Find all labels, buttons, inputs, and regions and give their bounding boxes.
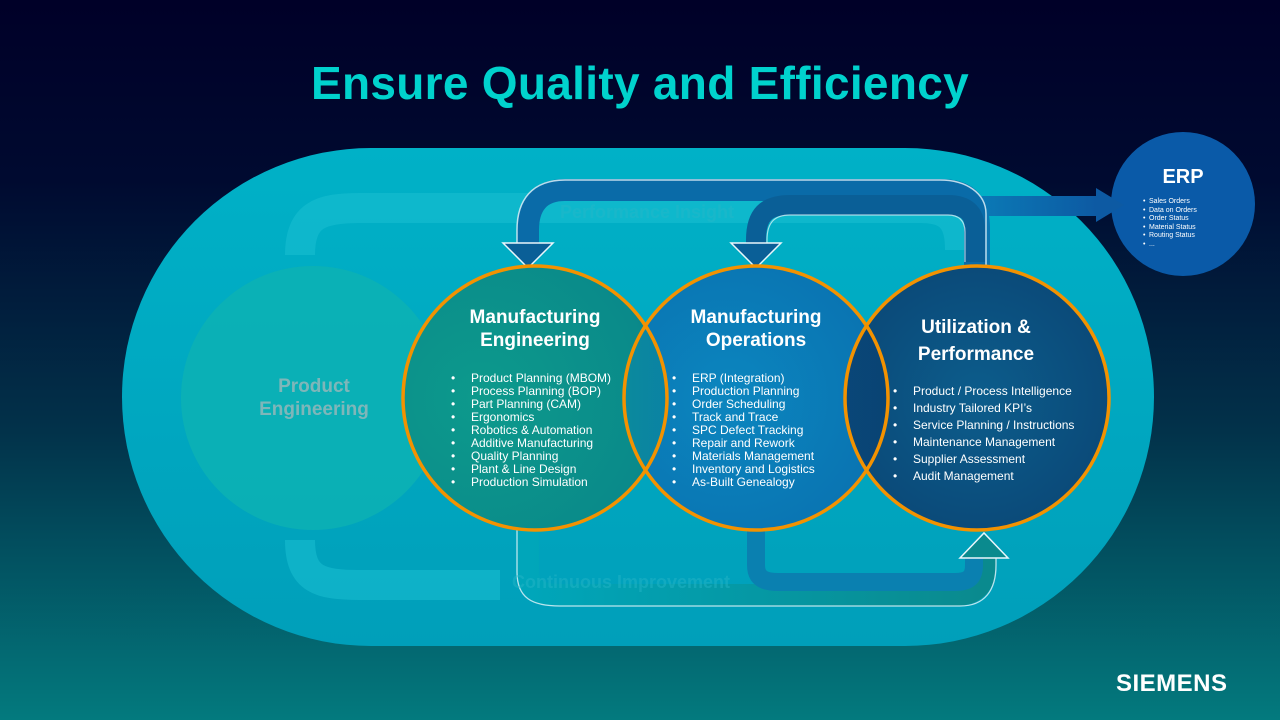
list-item: Materials Management <box>672 450 815 464</box>
up-title-line1: Utilization & <box>921 317 1031 338</box>
up-title-line2: Performance <box>917 344 1035 365</box>
erp-item-list: Sales Orders Data on Orders Order Status… <box>1143 198 1197 250</box>
list-item: Service Planning / Instructions <box>893 417 1074 434</box>
mo-title: Manufacturing Operations <box>666 306 846 352</box>
up-item-list: Product / Process Intelligence Industry … <box>893 383 1074 485</box>
slide-title: Ensure Quality and Efficiency <box>310 57 969 109</box>
me-title-line2: Engineering <box>480 330 590 351</box>
list-item: Track and Trace <box>672 411 815 425</box>
list-item: Product / Process Intelligence <box>893 383 1074 400</box>
list-item: Production Simulation <box>451 476 611 490</box>
list-item: Audit Management <box>893 468 1074 485</box>
list-item: Part Planning (CAM) <box>451 398 611 412</box>
list-item: Order Scheduling <box>672 398 815 412</box>
feedback-arrow-mo <box>746 195 985 262</box>
improvement-arrow-head <box>958 531 1010 559</box>
list-item: Repair and Rework <box>672 437 815 451</box>
pe-title-line2: Engineering <box>259 399 369 420</box>
faded-loop <box>285 193 975 600</box>
improvement-arrow <box>517 525 996 606</box>
up-title: Utilization & Performance <box>886 314 1066 368</box>
siemens-logo: SIEMENS <box>1116 670 1228 697</box>
me-item-list: Product Planning (MBOM) Process Planning… <box>451 372 611 490</box>
product-engineering-circle <box>181 266 445 530</box>
performance-insight-label: Performance Insight <box>560 202 735 222</box>
list-item: Routing Status <box>1143 232 1197 241</box>
list-item: Process Planning (BOP) <box>451 385 611 399</box>
list-item: Data on Orders <box>1143 207 1197 216</box>
list-item: ERP (Integration) <box>672 372 815 386</box>
pe-title-line1: Product <box>278 376 350 397</box>
list-item: As-Built Genealogy <box>672 476 815 490</box>
erp-arrow-head <box>1096 188 1124 222</box>
feedback-arrow-me-head <box>501 242 555 270</box>
list-item: Sales Orders <box>1143 198 1197 207</box>
product-engineering-title: Product Engineering <box>224 375 404 421</box>
list-item: Material Status <box>1143 224 1197 233</box>
list-item: Industry Tailored KPI’s <box>893 400 1074 417</box>
me-title: Manufacturing Engineering <box>445 306 625 352</box>
list-item: Supplier Assessment <box>893 451 1074 468</box>
me-title-line1: Manufacturing <box>469 307 601 328</box>
erp-title: ERP <box>1162 166 1204 188</box>
list-item: Quality Planning <box>451 450 611 464</box>
mo-title-line1: Manufacturing <box>690 307 822 328</box>
list-item: ... <box>1143 241 1197 250</box>
up-outline <box>843 264 1111 532</box>
list-item: SPC Defect Tracking <box>672 424 815 438</box>
list-item: Plant & Line Design <box>451 463 611 477</box>
list-item: Additive Manufacturing <box>451 437 611 451</box>
list-item: Robotics & Automation <box>451 424 611 438</box>
mo-outline <box>622 264 890 532</box>
list-item: Product Planning (MBOM) <box>451 372 611 386</box>
list-item: Production Planning <box>672 385 815 399</box>
mo-title-line2: Operations <box>705 330 807 351</box>
mo-item-list: ERP (Integration) Production Planning Or… <box>672 372 815 490</box>
list-item: Maintenance Management <box>893 434 1074 451</box>
feedback-arrow-mo-head <box>729 242 783 270</box>
me-outline <box>401 264 669 532</box>
list-item: Ergonomics <box>451 411 611 425</box>
list-item: Order Status <box>1143 215 1197 224</box>
list-item: Inventory and Logistics <box>672 463 815 477</box>
continuous-improvement-label: Continuous Improvement <box>512 572 731 592</box>
